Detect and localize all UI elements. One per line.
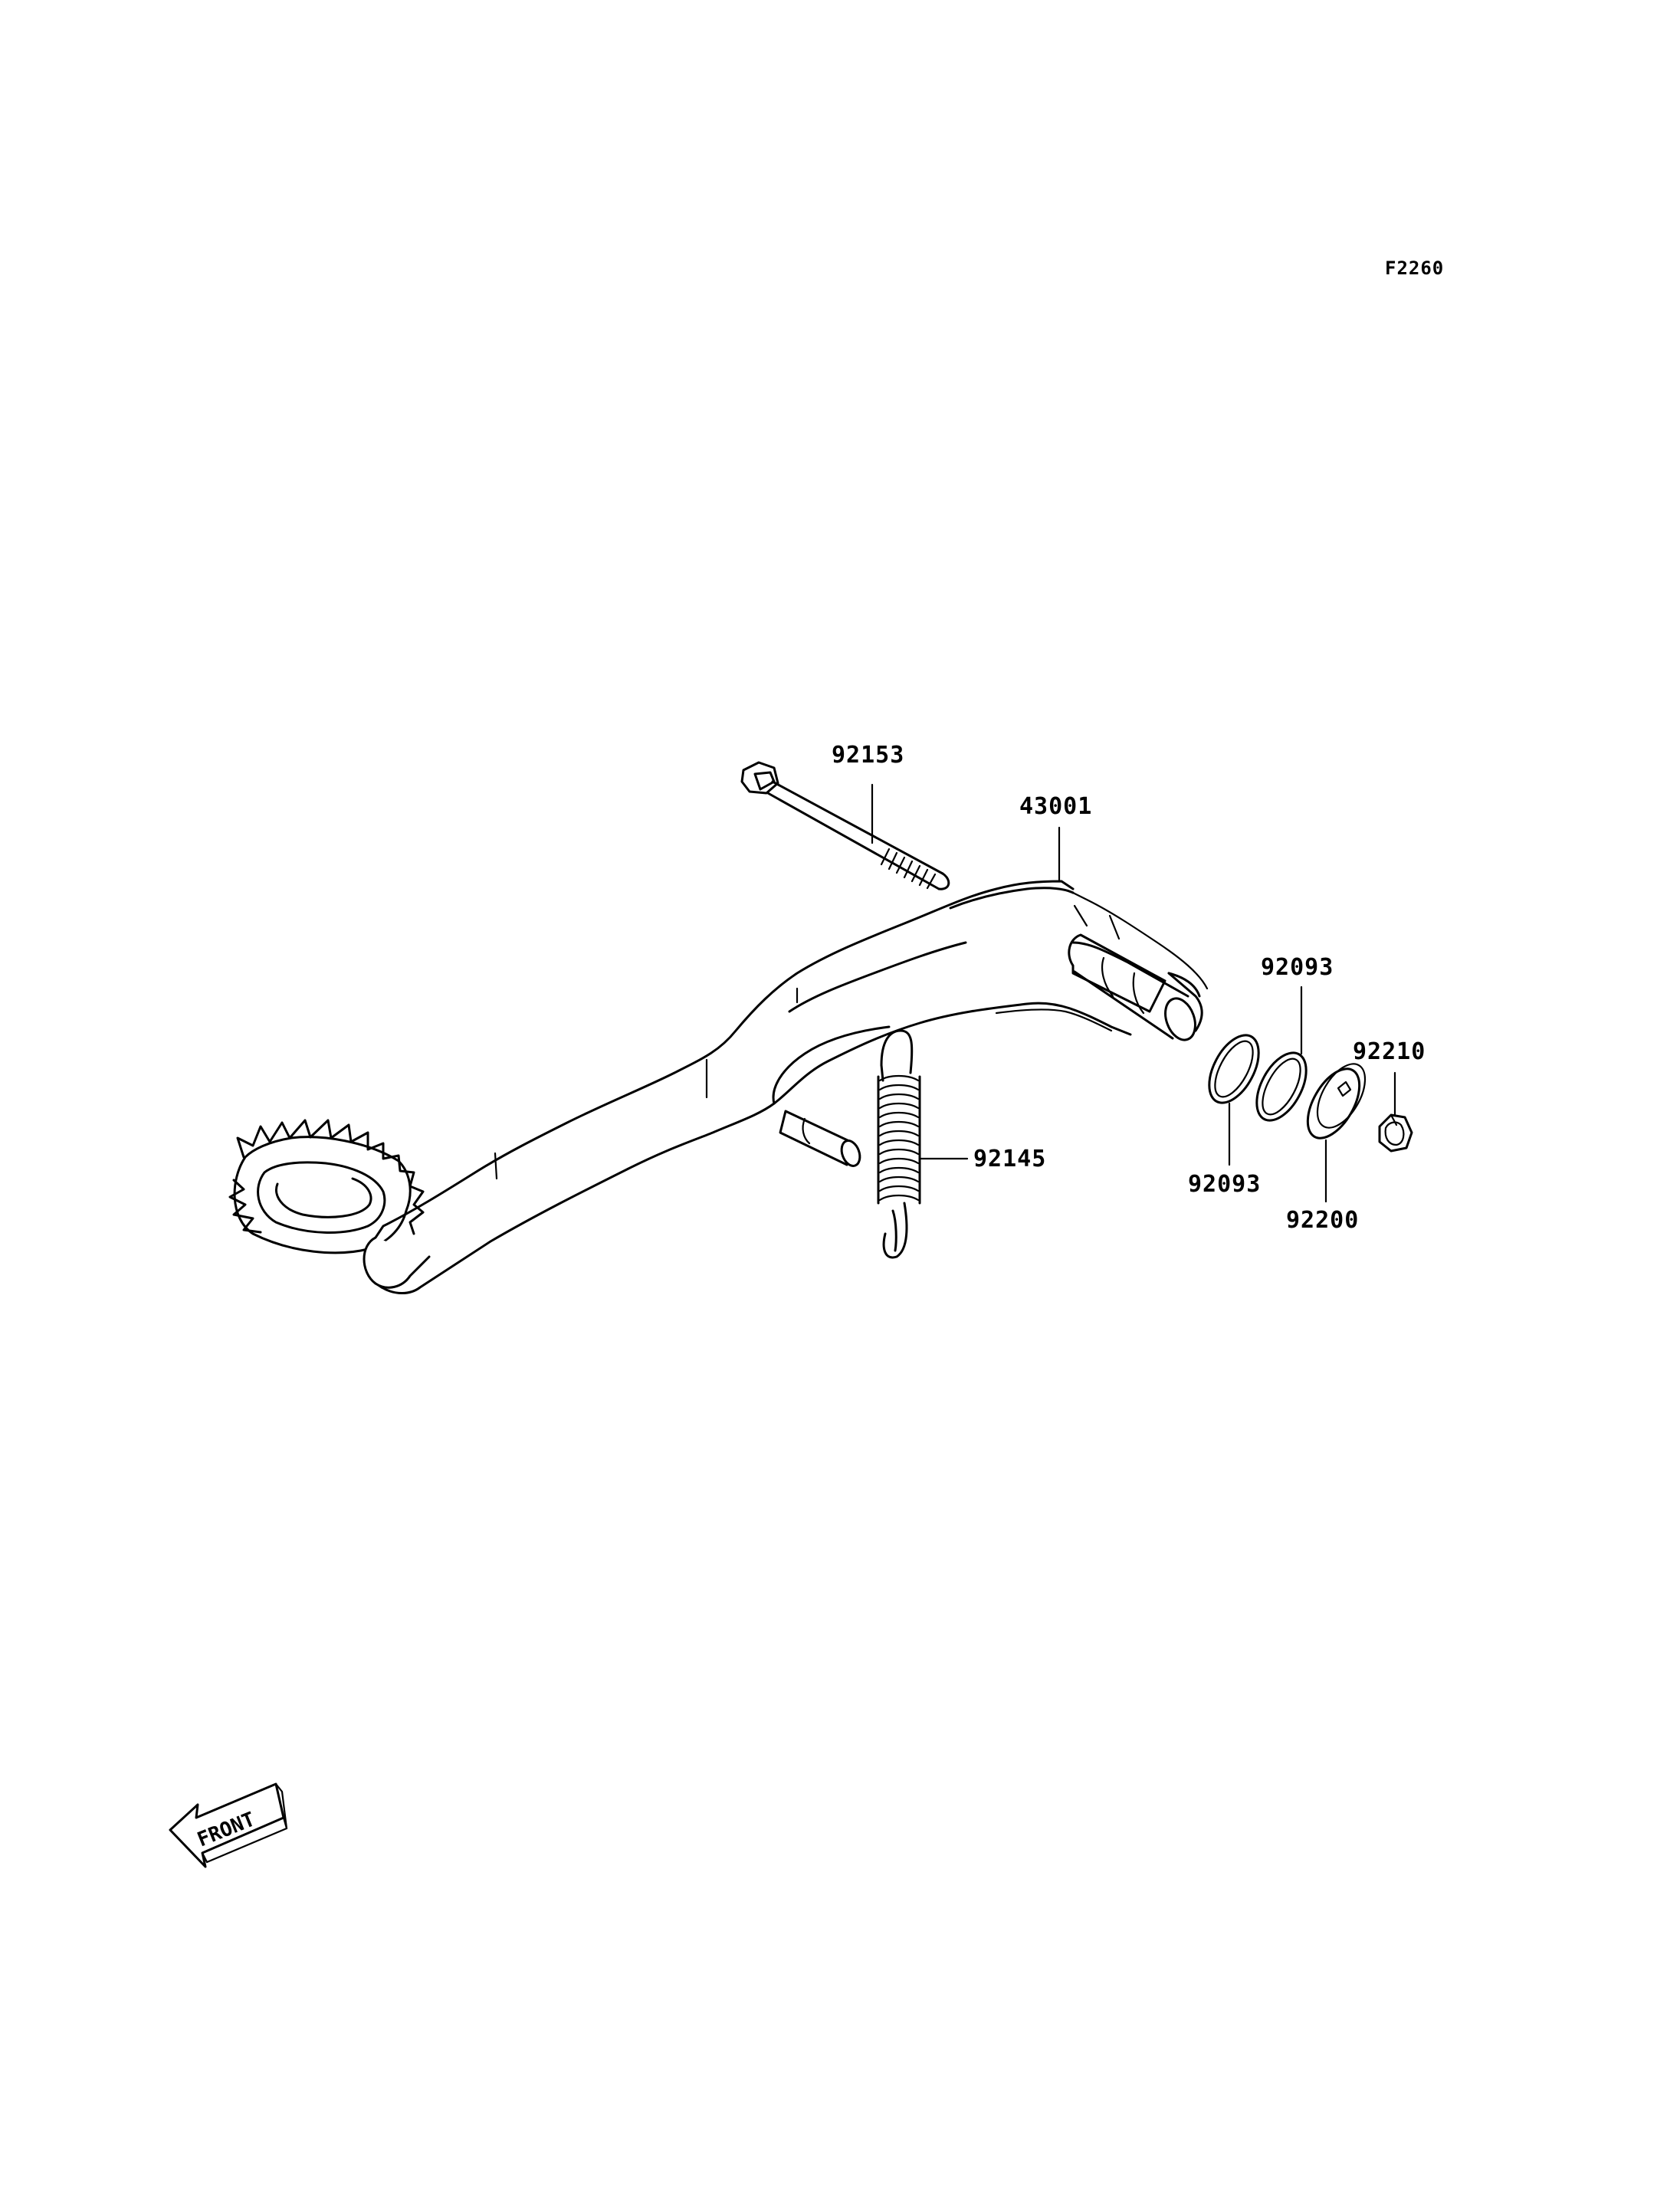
callout-92145: 92145 [973,1146,1046,1172]
callout-92153: 92153 [832,742,904,769]
callout-43001: 43001 [1019,793,1092,820]
callout-92210: 92210 [1353,1038,1426,1065]
callout-92093-upper: 92093 [1261,954,1334,981]
callout-92200: 92200 [1286,1207,1359,1234]
figure-code: F2260 [1385,257,1444,279]
bolt-part-92153 [740,761,950,890]
leader-lines [871,783,1396,1203]
washer-part-92093-a [1208,1034,1260,1104]
brake-pedal-part-43001 [228,880,1209,1294]
washer-part-92093-b [1255,1051,1308,1122]
flat-washer-part-92200 [1306,1063,1367,1139]
front-direction-arrow: FRONT [169,1782,288,1868]
callout-92093-lower: 92093 [1188,1171,1261,1198]
nut-part-92210 [1378,1113,1413,1153]
return-spring-part-92145 [877,1029,921,1259]
